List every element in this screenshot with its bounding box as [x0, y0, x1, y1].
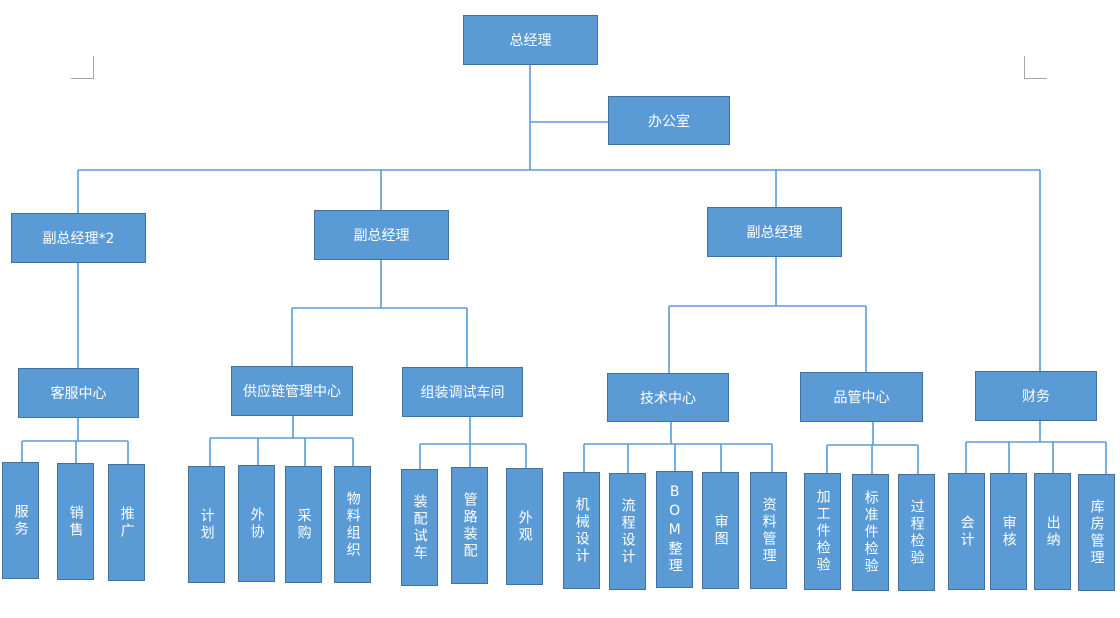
node-audit[interactable]: 审核 [990, 473, 1027, 590]
node-vice-gm-3[interactable]: 副总经理 [707, 207, 842, 257]
node-plan[interactable]: 计划 [188, 466, 225, 583]
node-finance[interactable]: 财务 [975, 371, 1097, 421]
node-general-manager[interactable]: 总经理 [463, 15, 598, 65]
node-accounting[interactable]: 会计 [948, 473, 985, 590]
node-std-parts-check[interactable]: 标准件检验 [852, 474, 889, 591]
node-vice-gm-1[interactable]: 副总经理*2 [11, 213, 146, 263]
node-pipe-assembly[interactable]: 管路装配 [451, 467, 488, 584]
node-supply-chain-center[interactable]: 供应链管理中心 [231, 366, 353, 416]
node-purchase[interactable]: 采购 [285, 466, 322, 583]
node-cashier[interactable]: 出纳 [1034, 473, 1071, 590]
node-promotion[interactable]: 推广 [108, 464, 145, 581]
node-machined-parts-check[interactable]: 加工件检验 [804, 473, 841, 590]
node-office[interactable]: 办公室 [608, 96, 730, 145]
node-service[interactable]: 服务 [2, 462, 39, 579]
node-process-design[interactable]: 流程设计 [609, 473, 646, 590]
node-vice-gm-2[interactable]: 副总经理 [314, 210, 449, 260]
node-material-org[interactable]: 物料组织 [334, 466, 371, 583]
node-bom[interactable]: BOM整理 [656, 471, 693, 588]
node-assembly-test[interactable]: 装配试车 [401, 469, 438, 586]
node-tech-center[interactable]: 技术中心 [607, 373, 729, 422]
node-quality-center[interactable]: 品管中心 [800, 372, 923, 422]
node-doc-mgmt[interactable]: 资料管理 [750, 472, 787, 589]
node-warehouse[interactable]: 库房管理 [1078, 474, 1115, 591]
node-process-check[interactable]: 过程检验 [898, 474, 935, 591]
node-assembly-workshop[interactable]: 组装调试车间 [402, 367, 523, 417]
node-appearance[interactable]: 外观 [506, 468, 543, 585]
node-sales[interactable]: 销售 [57, 463, 94, 580]
crop-mark-left [71, 56, 94, 79]
node-outsource[interactable]: 外协 [238, 465, 275, 582]
node-mech-design[interactable]: 机械设计 [563, 472, 600, 589]
crop-mark-right [1024, 56, 1047, 79]
node-review[interactable]: 审图 [702, 472, 739, 589]
node-customer-service-center[interactable]: 客服中心 [18, 368, 139, 418]
